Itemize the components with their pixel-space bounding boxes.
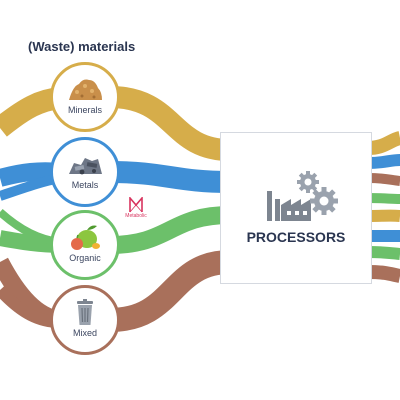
scrap-metal-icon [69, 158, 102, 175]
processors-label: PROCESSORS [246, 229, 346, 245]
material-label-metals: Metals [71, 180, 99, 190]
flow-out-organic-a [367, 193, 400, 204]
material-label-minerals: Minerals [67, 105, 102, 115]
flow-minerals-to-processors [109, 86, 231, 161]
flow-out-mixed-a [367, 173, 400, 186]
material-node-metals: Metals [50, 137, 120, 207]
flow-mixed-to-processors [109, 250, 231, 332]
material-label-mixed: Mixed [72, 328, 97, 338]
minerals-pile-icon [69, 79, 102, 100]
material-node-mixed: Mixed [50, 285, 120, 355]
metabolic-logo-icon [129, 197, 143, 213]
brand-logo: Metabolic [121, 197, 151, 221]
flow-out-organic-b [367, 246, 400, 260]
flow-metals-to-processors [109, 161, 231, 193]
section-title: (Waste) materials [28, 39, 136, 54]
flow-out-metals-a [367, 154, 400, 169]
material-node-minerals: Minerals [50, 62, 120, 132]
factory-gears-icon [267, 171, 338, 221]
flow-organic-to-processors [109, 206, 231, 254]
trash-bin-icon [77, 299, 93, 325]
processors-box: PROCESSORS [220, 132, 372, 284]
material-label-organic: Organic [69, 253, 101, 263]
flow-out-minerals-a [367, 131, 400, 155]
organic-produce-icon [71, 225, 100, 250]
material-node-organic: Organic [50, 210, 120, 280]
flow-out-mixed-b [367, 265, 400, 283]
brand-name: Metabolic [125, 213, 147, 219]
